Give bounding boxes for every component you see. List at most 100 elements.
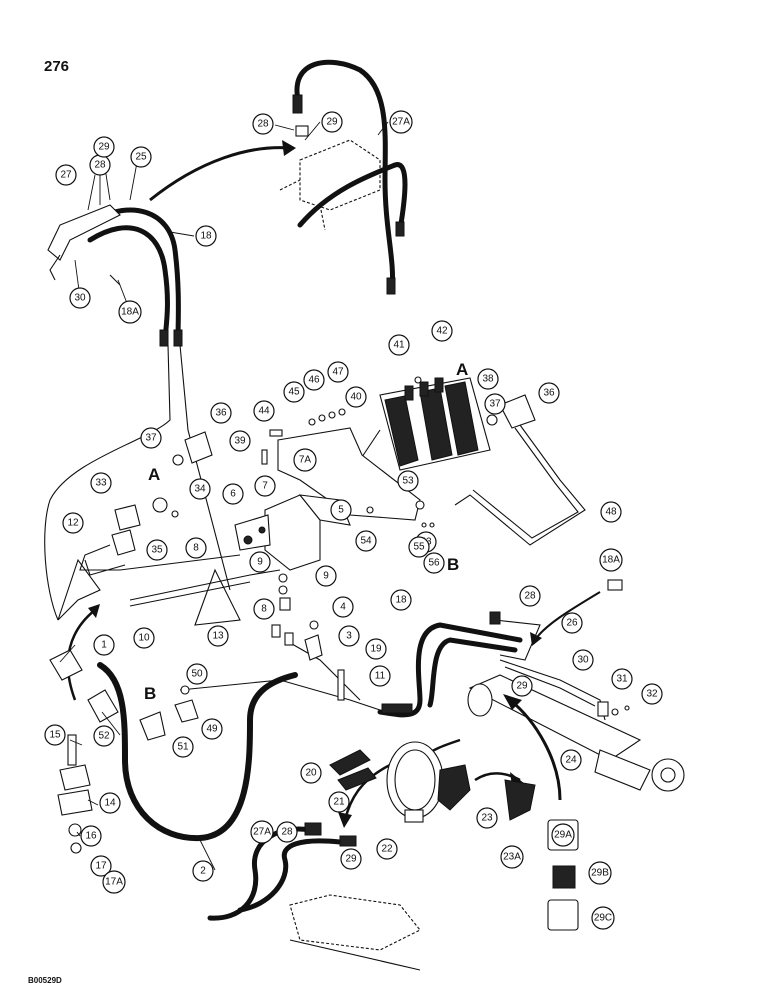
svg-text:7: 7	[262, 481, 268, 492]
callout: 31	[611, 668, 633, 690]
svg-text:7A: 7A	[299, 455, 312, 466]
callout: 53	[397, 470, 419, 492]
svg-text:47: 47	[332, 367, 344, 378]
svg-text:27: 27	[60, 170, 72, 181]
callout: 36	[210, 402, 232, 424]
callout: 5	[330, 499, 352, 521]
callout: 12	[62, 512, 84, 534]
callout: 26	[561, 612, 583, 634]
callout: 34	[189, 478, 211, 500]
callout: 28	[519, 585, 541, 607]
svg-text:29: 29	[516, 681, 528, 692]
svg-text:29: 29	[345, 854, 357, 865]
svg-text:23: 23	[481, 813, 493, 824]
callout: 27A	[250, 820, 274, 844]
callout: 40	[345, 386, 367, 408]
callout: 29	[511, 675, 533, 697]
callout: 21	[328, 791, 350, 813]
callout: 23A	[500, 845, 524, 869]
svg-text:18: 18	[200, 231, 212, 242]
callout: 29	[321, 111, 343, 133]
hose-2	[97, 662, 298, 842]
callout: 30	[572, 649, 594, 671]
svg-text:8: 8	[193, 543, 199, 554]
svg-text:2: 2	[200, 866, 206, 877]
callout: 20	[300, 762, 322, 784]
callout: 51	[172, 736, 194, 758]
connection-letter-b-left: B	[144, 684, 156, 703]
callout: 18	[195, 225, 217, 247]
callout: 8	[253, 598, 275, 620]
hydraulic-cylinder	[467, 674, 685, 792]
callout: 17A	[102, 870, 126, 894]
svg-text:36: 36	[543, 388, 555, 399]
svg-text:8: 8	[261, 604, 267, 615]
callout: 45	[283, 381, 305, 403]
callout: 32	[641, 683, 663, 705]
svg-text:36: 36	[215, 408, 227, 419]
callout: 50	[186, 663, 208, 685]
svg-text:42: 42	[436, 326, 448, 337]
callout: 33	[90, 472, 112, 494]
svg-text:18A: 18A	[121, 307, 139, 318]
svg-text:24: 24	[565, 755, 577, 766]
svg-text:9: 9	[323, 571, 329, 582]
svg-text:5: 5	[338, 505, 344, 516]
svg-text:4: 4	[340, 602, 346, 613]
callout: 46	[303, 369, 325, 391]
callout: 1	[93, 634, 115, 656]
callout: 8	[185, 537, 207, 559]
callout: 47	[327, 361, 349, 383]
callout: 41	[388, 334, 410, 356]
svg-text:53: 53	[402, 476, 414, 487]
svg-text:50: 50	[191, 669, 203, 680]
svg-text:45: 45	[288, 387, 300, 398]
fitting-36-right	[499, 394, 536, 429]
callout: 56	[423, 552, 445, 574]
fitting-52	[87, 689, 119, 723]
callout: 22	[376, 838, 398, 860]
svg-text:41: 41	[393, 340, 405, 351]
callout: 54	[355, 530, 377, 552]
svg-text:52: 52	[98, 731, 110, 742]
svg-text:23A: 23A	[503, 852, 521, 863]
svg-text:19: 19	[370, 644, 382, 655]
svg-text:55: 55	[413, 542, 425, 553]
callout: 15	[44, 724, 66, 746]
svg-text:37: 37	[145, 433, 157, 444]
svg-text:11: 11	[375, 671, 386, 682]
svg-text:6: 6	[230, 489, 236, 500]
pointer-arrowhead-top	[282, 140, 296, 156]
upper-hoses	[47, 204, 183, 347]
page-number: 276	[44, 58, 70, 75]
svg-text:32: 32	[646, 689, 658, 700]
callout: 36	[538, 382, 560, 404]
fitting-1	[49, 649, 83, 681]
callout: 52	[93, 725, 115, 747]
callout: 17	[90, 855, 112, 877]
svg-text:38: 38	[482, 374, 494, 385]
callout: 48	[600, 501, 622, 523]
callout: 18	[390, 589, 412, 611]
callout: 7	[254, 475, 276, 497]
svg-text:29: 29	[326, 117, 338, 128]
callout: 14	[99, 792, 121, 814]
callout: 29A	[551, 823, 575, 847]
svg-text:29C: 29C	[594, 913, 612, 924]
svg-text:29A: 29A	[554, 830, 572, 841]
svg-text:15: 15	[49, 730, 61, 741]
callout: 9	[249, 551, 271, 573]
callout: 18A	[118, 300, 142, 324]
figure-code: B00529D	[28, 976, 62, 985]
svg-text:20: 20	[305, 768, 317, 779]
svg-text:17A: 17A	[105, 877, 123, 888]
svg-text:44: 44	[258, 406, 270, 417]
callout: 39	[229, 430, 251, 452]
callout: 37	[140, 427, 162, 449]
callout: 44	[253, 400, 275, 422]
svg-text:13: 13	[212, 631, 224, 642]
callout: 29	[93, 136, 115, 158]
svg-text:31: 31	[616, 674, 628, 685]
svg-text:56: 56	[428, 558, 440, 569]
